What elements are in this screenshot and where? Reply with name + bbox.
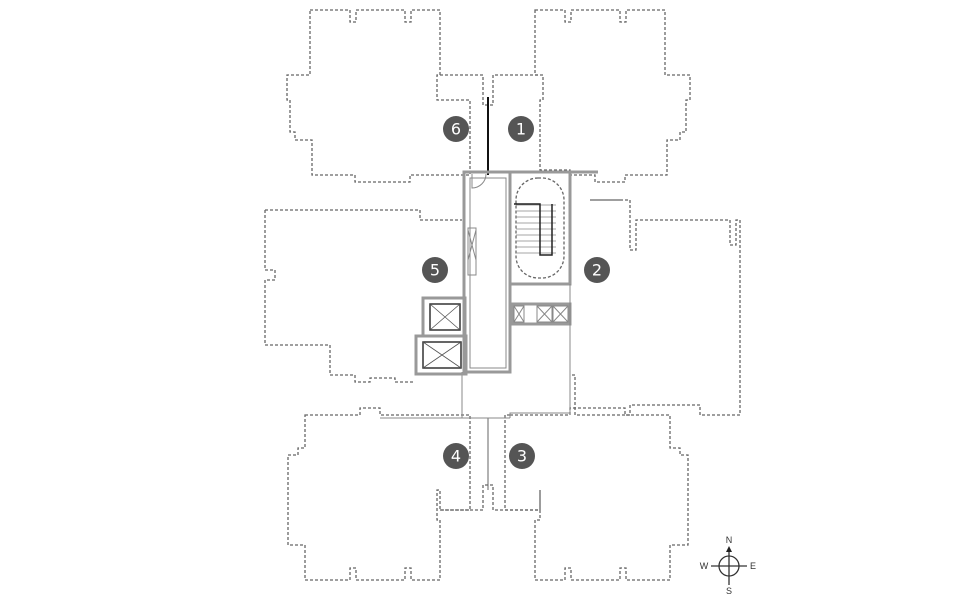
svg-text:1: 1 bbox=[516, 120, 526, 139]
unit-badge-2[interactable]: 2 bbox=[584, 257, 610, 283]
shaft-boxes bbox=[513, 305, 569, 323]
core-corridor bbox=[462, 170, 512, 374]
compass-rose-icon: N S W E bbox=[700, 535, 756, 596]
shaft-left bbox=[467, 227, 477, 276]
unit-outline-bottom-right bbox=[504, 407, 689, 581]
connector-top bbox=[440, 74, 540, 106]
unit-badge-3[interactable]: 3 bbox=[509, 443, 535, 469]
svg-text:5: 5 bbox=[430, 261, 440, 280]
unit-outline-middle-right bbox=[570, 199, 741, 416]
door-swing bbox=[471, 173, 487, 189]
unit-outline-top-right bbox=[534, 9, 691, 183]
lobby-lower bbox=[380, 372, 570, 419]
svg-text:2: 2 bbox=[592, 261, 602, 280]
compass-west: W bbox=[700, 561, 709, 571]
unit-outline-bottom-left bbox=[287, 407, 471, 581]
elevator-1 bbox=[421, 296, 467, 338]
core-corridor-inner bbox=[469, 177, 507, 369]
unit-badge-5[interactable]: 5 bbox=[422, 257, 448, 283]
unit-badge-1[interactable]: 1 bbox=[508, 116, 534, 142]
shaft-row bbox=[510, 302, 572, 326]
unit-badge-4[interactable]: 4 bbox=[443, 443, 469, 469]
elevator-2 bbox=[414, 334, 468, 376]
connector-bottom bbox=[440, 484, 540, 511]
svg-text:4: 4 bbox=[451, 447, 461, 466]
stair-treads bbox=[516, 204, 556, 254]
unit-outline-top-left bbox=[286, 9, 471, 183]
svg-text:3: 3 bbox=[517, 447, 527, 466]
compass-south: S bbox=[726, 586, 732, 596]
unit-badge-6[interactable]: 6 bbox=[443, 116, 469, 142]
stair-outline bbox=[515, 177, 565, 279]
compass-east: E bbox=[750, 561, 756, 571]
stair-handrail bbox=[514, 203, 553, 256]
unit-outline-middle-left bbox=[264, 209, 462, 383]
compass-north: N bbox=[726, 535, 733, 545]
svg-text:6: 6 bbox=[451, 120, 461, 139]
